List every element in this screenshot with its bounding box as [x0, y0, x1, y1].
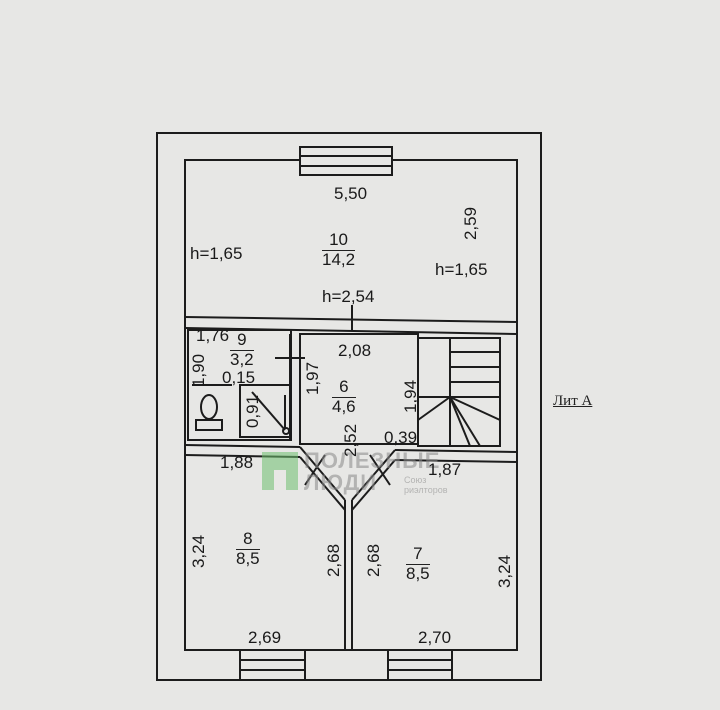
- dim-r8-width: 1,88: [220, 453, 254, 472]
- building-label: Лит А: [553, 393, 593, 409]
- bottom-window-left: [239, 649, 306, 681]
- dim-right-top: 2,59: [461, 206, 481, 241]
- height-center: h=2,54: [322, 287, 375, 306]
- dim-diagonal: 2,52: [341, 423, 361, 458]
- watermark: ПОЛЕЗНЫЕ ЛЮДИ Союз риэлторов: [262, 448, 448, 495]
- dim-r9-width: 1,76: [196, 326, 230, 345]
- dim-r9-gap: 0,15: [222, 368, 256, 387]
- dim-r6-left: 1,97: [303, 361, 323, 396]
- toilet-icon: [200, 394, 218, 420]
- watermark-logo-icon: [262, 452, 298, 490]
- dim-r8-right: 2,68: [324, 543, 344, 578]
- staircase: [417, 337, 501, 447]
- dim-top-width: 5,50: [334, 184, 368, 203]
- dim-r8-left: 3,24: [189, 534, 209, 569]
- dim-r6-width: 2,08: [338, 341, 372, 360]
- dim-r6-right: 1,94: [401, 379, 421, 414]
- dim-stair-gap: 0,39: [384, 428, 418, 447]
- dim-r7-right: 3,24: [495, 554, 515, 589]
- dim-r7-width: 1,87: [428, 460, 462, 479]
- height-right: h=1,65: [435, 260, 488, 279]
- height-left: h=1,65: [190, 244, 243, 263]
- dim-shower: 0,91: [243, 394, 263, 429]
- dim-r7-left: 2,68: [364, 543, 384, 578]
- dim-bottom-left: 2,69: [248, 628, 282, 647]
- top-window: [299, 146, 393, 176]
- dim-r9-height: 1,90: [189, 353, 209, 388]
- bottom-window-right: [387, 649, 453, 681]
- dim-bottom-right: 2,70: [418, 628, 452, 647]
- bottom-door: [304, 649, 389, 681]
